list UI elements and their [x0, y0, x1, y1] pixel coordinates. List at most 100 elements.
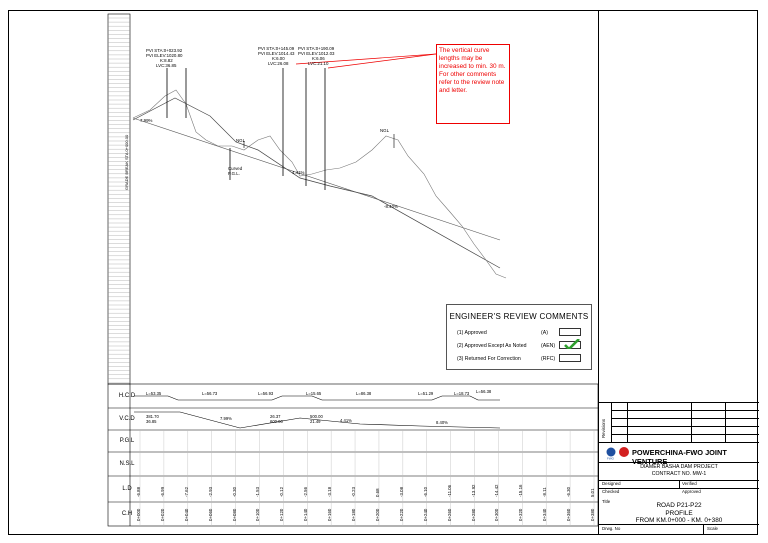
profile-table-lines	[107, 383, 599, 527]
review-stamp-title: ENGINEER'S REVIEW COMMENTS	[449, 312, 589, 321]
review-note-line-1: The vertical curve lengths may be increa…	[439, 47, 506, 70]
chainage-value: 0+220	[398, 508, 404, 521]
review-checkbox-rfc[interactable]	[559, 354, 581, 362]
chainage-value: 0+160	[327, 508, 333, 521]
approved-label: Approved	[682, 489, 701, 494]
review-code-a: (A)	[541, 330, 548, 336]
curved-pgl-label: Curved P.G.L.	[228, 166, 243, 176]
ld-value: -0.12	[279, 486, 285, 497]
designed-label: Designed	[602, 481, 621, 486]
review-code-rfc: (RFC)	[541, 356, 556, 362]
grade-label-start: 7.99%	[140, 118, 153, 123]
row-label-hcd: H.C.D	[118, 393, 136, 399]
chainage-value: 0+240	[422, 508, 428, 521]
chainage-value: 0+140	[303, 508, 309, 521]
ld-value: -0.23	[351, 486, 357, 497]
vcd-line	[134, 411, 501, 429]
row-label-vcd: V.C.D	[119, 416, 135, 422]
chainage-value: 0+020	[159, 508, 165, 521]
chainage-value: 0+040	[183, 508, 189, 521]
row-label-pgl: P.G.L	[119, 438, 135, 444]
hcd-label: L=15.65	[306, 391, 322, 396]
chainage-value: 0+260	[446, 508, 452, 521]
hcd-label: L=86.38	[356, 391, 372, 396]
review-option-aen: (2) Approved Except As Noted	[457, 343, 527, 349]
ld-value: -11.06	[446, 484, 452, 497]
ld-value: -6.10	[422, 486, 428, 497]
chainage-value: 0+340	[542, 508, 548, 521]
ld-value: -6.99	[159, 486, 165, 497]
company-name: POWERCHINA-FWO JOINT VENTURE	[632, 448, 727, 466]
vcd-grade: 7.99%	[220, 416, 232, 421]
pvi-markers	[166, 68, 326, 190]
chainage-value: 0+060	[207, 508, 213, 521]
hcd-label: L=56.38	[476, 389, 492, 394]
hcd-label: L=56.93	[258, 391, 274, 396]
drawing-title-1: ROAD P21-P22	[656, 502, 702, 509]
project-name: DIAMER BASHA DAM PROJECT	[640, 464, 718, 470]
ngl-markers	[243, 134, 395, 148]
contract-no: CONTRACT NO. MW-1	[651, 471, 707, 477]
vcd-grade: 8.40%	[436, 420, 448, 425]
title-block: Revisions FWO POWERCHINA-FWO JOINT VENTU…	[598, 10, 759, 535]
ld-value: -0.30	[231, 486, 237, 497]
ld-value: -8.11	[542, 487, 548, 497]
review-option-rfc: (3) Returned For Correction	[457, 356, 521, 362]
ld-value: -15.16	[518, 484, 524, 497]
grade-label-mid: 4.41%	[292, 170, 305, 175]
ld-value: -13.92	[470, 484, 476, 497]
review-checkbox-aen[interactable]	[559, 339, 581, 349]
drawing-sheet	[8, 10, 758, 535]
row-label-ch: C.H	[121, 511, 133, 517]
ld-value: -6.30	[566, 486, 572, 497]
ld-value: -6.88	[136, 486, 141, 497]
ld-value: -1.53	[255, 486, 261, 497]
review-note: The vertical curve lengths may be increa…	[436, 44, 510, 124]
hcd-label: L=51.29	[418, 391, 434, 396]
ngl-label-2: NGL	[380, 128, 390, 133]
natural-ground-line	[132, 89, 507, 279]
drawing-title-3: FROM KM.0+000 - KM. 0+380	[635, 517, 723, 524]
row-label-nsl: N.S.L	[119, 461, 135, 467]
ld-value: -3.18	[327, 486, 333, 497]
ld-value: 5.01	[590, 488, 595, 497]
chainage-value: 0+380	[590, 508, 595, 521]
chainage-value: 0+180	[351, 508, 357, 521]
check-icon	[564, 339, 580, 349]
ld-value: -7.62	[183, 486, 189, 497]
drwg-no-label: Drwg. No	[602, 526, 621, 531]
ld-value: -2.56	[303, 486, 309, 497]
chainage-value: 0+280	[470, 508, 476, 521]
review-code-aen: (AEN)	[541, 343, 556, 349]
hcd-label: L=56.73	[202, 391, 218, 396]
elevation-ruler	[107, 13, 131, 385]
vcd-grade: 4.41%	[340, 418, 352, 423]
verified-label: Verified	[682, 481, 697, 486]
checked-label: Checked	[602, 489, 620, 494]
note-leader-lines	[295, 53, 437, 69]
column-ticks	[139, 430, 595, 526]
scale-label: Scale	[707, 526, 718, 531]
grade-line-long	[132, 117, 501, 241]
engineer-review-stamp: ENGINEER'S REVIEW COMMENTS (1) Approved …	[446, 304, 592, 370]
ld-value: -14.42	[494, 484, 500, 497]
chainage-value: 0+080	[231, 508, 237, 521]
revisions-label: Revisions	[601, 418, 606, 438]
ld-value: -2.93	[207, 486, 213, 497]
hcd-line	[134, 395, 500, 401]
grade-label-end: -8.40%	[384, 204, 398, 209]
grade-break-label: GRADE BREAK STA 0+000.00	[124, 134, 129, 190]
review-note-line-2: For other comments refer to the review n…	[439, 71, 505, 94]
ld-value: -3.08	[398, 486, 404, 497]
drawing-title-2: PROFILE	[665, 510, 693, 517]
review-checkbox-approved[interactable]	[559, 328, 581, 336]
chainage-value: 0+200	[374, 508, 380, 521]
chainage-value: 0+360	[566, 508, 572, 521]
review-option-approved: (1) Approved	[457, 330, 487, 336]
